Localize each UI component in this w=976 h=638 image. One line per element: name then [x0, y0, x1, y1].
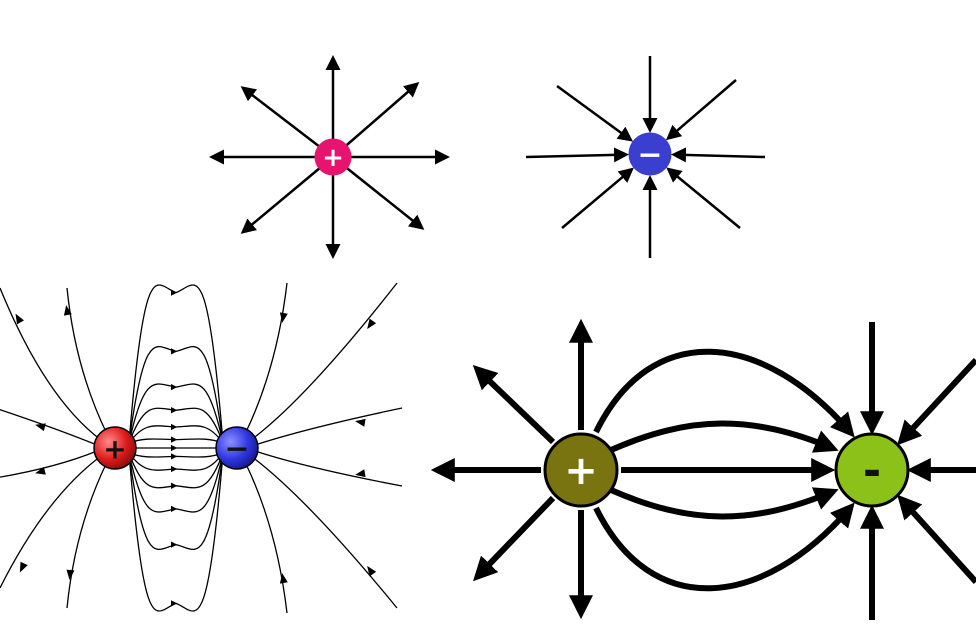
dipole-loop-bottom-2 — [128, 452, 224, 473]
negative-inward-line-1 — [244, 282, 288, 435]
dipole-loop-bottom-4 — [128, 452, 224, 513]
positive-outward-line-4 — [0, 450, 98, 478]
positive-outward-arrow-6 — [66, 569, 75, 580]
dipole-loop-bottom-6 — [128, 452, 224, 612]
dipole-loop-top-4 — [128, 383, 224, 444]
bold-positive-line-downleft — [473, 495, 556, 582]
dipole-loop-top-3 — [128, 406, 224, 444]
positive-outward-arrow-4 — [35, 466, 46, 475]
field-line-3 — [525, 147, 630, 163]
positive-outward-arrow-2 — [15, 313, 24, 325]
field-line-7 — [561, 167, 634, 229]
positive-outward-arrow-1 — [63, 305, 72, 316]
dipole-loop-top-2 — [128, 423, 224, 444]
field-line-5 — [240, 86, 334, 158]
dipole-field-bold-panel: +- — [430, 318, 976, 620]
negative-charge-field-panel: − — [525, 56, 766, 258]
bold-negative-line-downright — [897, 494, 976, 585]
negative-inward-line-4 — [254, 450, 403, 487]
negative-inward-line-2 — [250, 282, 398, 441]
dipole-loop-top-5 — [128, 345, 224, 444]
dipole-loop-top-1 — [128, 436, 224, 444]
dipole-positive-charge-circle — [93, 426, 137, 470]
field-line-8 — [332, 156, 425, 230]
positive-outward-line-1 — [66, 287, 108, 435]
field-line-7 — [240, 156, 334, 234]
positive-charge-field-panel: + — [209, 55, 450, 259]
field-line-4 — [670, 147, 766, 163]
positive-charge-sign: + — [322, 143, 344, 173]
field-line-8 — [666, 167, 741, 229]
field-line-5 — [556, 84, 634, 142]
dipole-positive-charge-sign: + — [103, 433, 126, 466]
bold-dipole-arc-bottom-outer — [593, 502, 855, 592]
bold-positive-line-upleft — [472, 365, 556, 445]
positive-outward-arrow-5 — [19, 561, 28, 573]
bold-positive-charge-sign: + — [564, 448, 598, 494]
positive-charge-circle — [314, 138, 352, 176]
negative-inward-arrow-6 — [279, 573, 288, 584]
positive-outward-arrow-3 — [35, 423, 46, 432]
negative-inward-line-6 — [244, 461, 288, 614]
positive-outward-line-3 — [0, 408, 98, 446]
bold-dipole-arc-top-outer — [593, 348, 855, 438]
positive-outward-line-2 — [0, 287, 102, 441]
bold-dipole-arc-top-inner — [609, 420, 839, 453]
positive-outward-line-6 — [66, 461, 108, 609]
bold-dipole-arc-bottom-inner — [609, 487, 839, 520]
dipole-negative-charge-circle — [215, 426, 259, 470]
negative-inward-arrow-2 — [367, 318, 377, 330]
negative-inward-arrow-1 — [279, 312, 288, 323]
bold-negative-line-upright — [897, 357, 976, 446]
negative-inward-arrow-4 — [355, 469, 366, 478]
bold-negative-charge-circle — [834, 432, 910, 508]
dipole-loop-bottom-3 — [128, 452, 224, 490]
negative-inward-arrow-5 — [367, 565, 377, 577]
dipole-negative-charge-sign: − — [224, 432, 249, 467]
negative-inward-line-5 — [250, 455, 398, 609]
dipole-loop-bottom-1 — [128, 452, 224, 460]
negative-charge-sign: − — [637, 138, 662, 173]
bold-positive-charge-circle — [543, 432, 619, 508]
dipole-loop-bottom-5 — [128, 452, 224, 551]
negative-inward-line-3 — [254, 407, 403, 446]
negative-inward-arrow-3 — [355, 418, 366, 427]
field-line-6 — [332, 82, 420, 158]
positive-outward-line-5 — [0, 455, 102, 589]
dipole-field-thin-panel: +− — [0, 282, 403, 614]
field-line-6 — [665, 79, 737, 141]
negative-charge-circle — [628, 132, 672, 176]
dipole-loop-top-6 — [128, 284, 224, 444]
bold-negative-charge-sign: - — [863, 446, 881, 497]
